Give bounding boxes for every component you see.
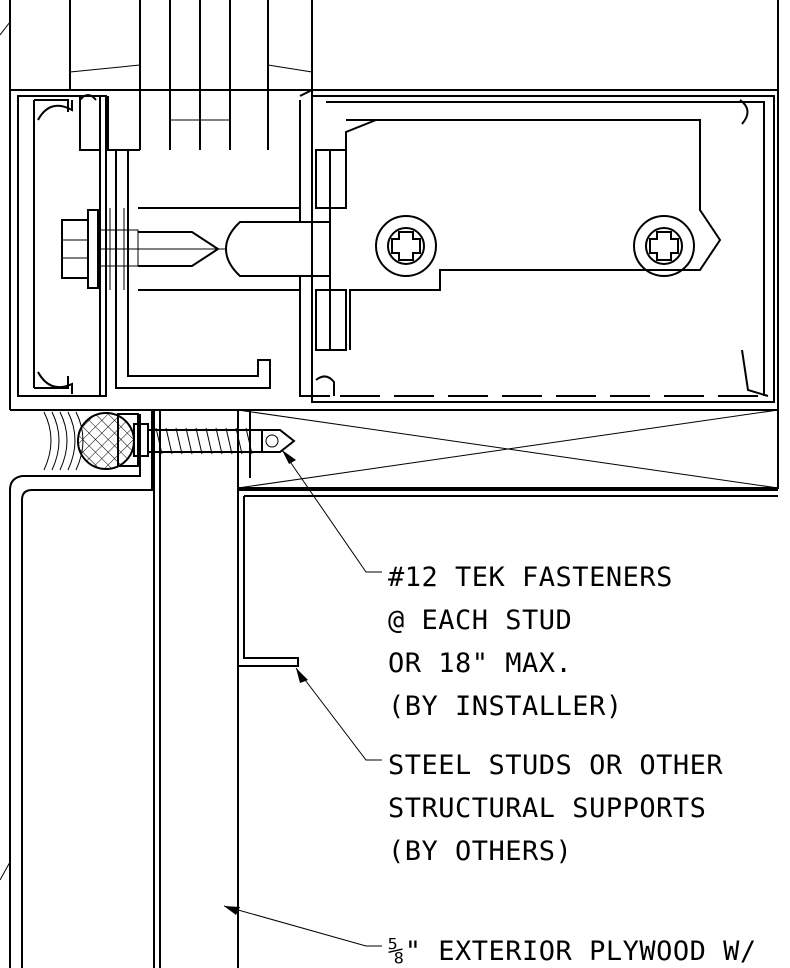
bolt-assembly (61, 207, 301, 291)
callout-steel-studs: STEEL STUDS OR OTHER STRUCTURAL SUPPORTS… (388, 750, 740, 867)
screw-head-right (633, 215, 695, 277)
callout-line: #12 TEK FASTENERS (388, 562, 673, 593)
callout-line: STRUCTURAL SUPPORTS (388, 793, 706, 824)
sealant-joint (43, 411, 139, 471)
callout-line: @ EACH STUD (388, 605, 572, 636)
center-connector (286, 88, 347, 397)
tek-screw (133, 423, 296, 457)
left-mullion-extrusion (17, 94, 271, 397)
leader-studs (295, 667, 382, 761)
callout-line: STEEL STUDS OR OTHER (388, 750, 723, 781)
callout-plywood: ⅝" EXTERIOR PLYWOOD W/ (388, 936, 757, 967)
wood-blocking (237, 409, 779, 489)
callout-line: OR 18" MAX. (388, 648, 572, 679)
callout-line: (BY OTHERS) (388, 836, 572, 867)
lower-wall-section (0, 410, 778, 968)
glazing-lines (69, 0, 313, 150)
right-horizontal-extrusion (311, 95, 775, 403)
callout-tek-fasteners: #12 TEK FASTENERS @ EACH STUD OR 18" MAX… (388, 562, 690, 722)
callout-line: (BY INSTALLER) (388, 691, 623, 722)
callout-line: ⅝" EXTERIOR PLYWOOD W/ (388, 936, 757, 967)
screw-head-left (375, 215, 437, 277)
leader-tek (281, 449, 382, 573)
leader-plywood (223, 905, 382, 947)
